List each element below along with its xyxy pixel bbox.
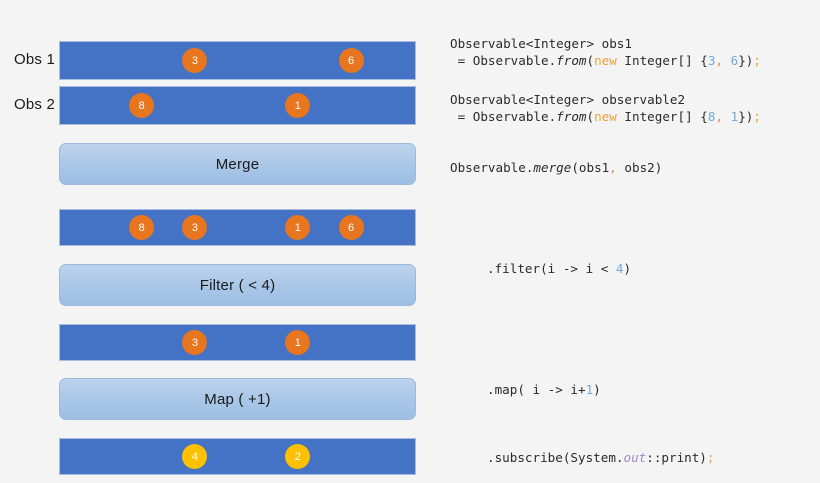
code-snippet-obs1: Observable<Integer> obs1 = Observable.fr… [450, 35, 761, 69]
marble[interactable]: 1 [285, 215, 311, 240]
code-line: Observable<Integer> obs1 [450, 36, 632, 51]
stream-bar-obs2[interactable]: 8 1 [59, 86, 416, 125]
code-number: 4 [615, 261, 624, 276]
code-method-merge: merge [533, 160, 572, 175]
stream-bar-merged[interactable]: 8 3 1 6 [59, 209, 416, 246]
stream-bar-obs1[interactable]: 3 6 [59, 41, 416, 80]
marble[interactable]: 2 [285, 444, 311, 469]
code-number: 3 [707, 53, 716, 68]
code-text: .subscribe(System. [487, 450, 624, 465]
code-comma: , [715, 109, 724, 124]
code-keyword-new: new [594, 53, 617, 68]
stream-bar-output[interactable]: 4 2 [59, 438, 416, 475]
stream-bar-filtered[interactable]: 3 1 [59, 324, 416, 361]
code-text: = Observable. [450, 53, 557, 68]
code-text: Observable. [450, 160, 534, 175]
operator-box-filter[interactable]: Filter ( < 4) [59, 264, 416, 306]
marble[interactable]: 6 [338, 48, 364, 73]
code-text: Integer[] { [616, 53, 708, 68]
code-method-from: from [556, 53, 587, 68]
code-text [723, 53, 731, 68]
code-text: = Observable. [450, 109, 557, 124]
code-keyword-new: new [594, 109, 617, 124]
code-line: Observable<Integer> observable2 [450, 92, 686, 107]
code-comma: , [609, 160, 617, 175]
operator-box-merge[interactable]: Merge [59, 143, 416, 185]
stream-label-obs2: Obs 2 [14, 96, 56, 113]
operator-label-filter: Filter ( < 4) [199, 276, 276, 294]
marble[interactable]: 8 [129, 93, 155, 118]
marble[interactable]: 3 [182, 215, 208, 240]
code-number: 1 [730, 109, 739, 124]
code-text: ) [623, 261, 632, 276]
operator-label-merge: Merge [215, 155, 260, 173]
code-text: Integer[] { [616, 109, 708, 124]
marble[interactable]: 1 [285, 330, 311, 355]
code-text: obs2) [616, 160, 663, 175]
marble[interactable]: 3 [182, 48, 208, 73]
code-snippet-map: .map( i -> i+1) [487, 381, 601, 398]
code-semicolon: ; [706, 450, 715, 465]
code-field-out: out [623, 450, 647, 465]
code-semicolon: ; [753, 109, 761, 124]
marble[interactable]: 4 [182, 444, 208, 469]
code-text: }) [738, 53, 754, 68]
operator-box-map[interactable]: Map ( +1) [59, 378, 416, 420]
code-text: ::print) [646, 450, 707, 465]
code-text: (obs1 [571, 160, 610, 175]
code-number: 6 [730, 53, 739, 68]
code-text [723, 109, 731, 124]
code-comma: , [715, 53, 724, 68]
code-text: }) [738, 109, 754, 124]
code-text: .filter(i -> i < [487, 261, 616, 276]
marble[interactable]: 3 [182, 330, 208, 355]
code-line: = Observable.from(new Integer[] {8, 1}); [450, 109, 761, 124]
stream-label-obs1: Obs 1 [14, 51, 56, 68]
code-method-from: from [556, 109, 587, 124]
marble[interactable]: 6 [338, 215, 364, 240]
code-line: = Observable.from(new Integer[] {3, 6}); [450, 53, 761, 68]
code-semicolon: ; [753, 53, 761, 68]
code-snippet-merge: Observable.merge(obs1, obs2) [450, 159, 662, 176]
code-snippet-subscribe: .subscribe(System.out::print); [487, 449, 715, 466]
operator-label-map: Map ( +1) [204, 390, 271, 408]
code-number: 8 [707, 109, 716, 124]
marble[interactable]: 8 [129, 215, 155, 240]
code-text: .map( i -> i+ [487, 382, 586, 397]
code-snippet-obs2: Observable<Integer> observable2 = Observ… [450, 91, 761, 125]
code-text: ( [586, 53, 595, 68]
code-snippet-filter: .filter(i -> i < 4) [487, 260, 631, 277]
code-text: ( [586, 109, 595, 124]
code-number: 1 [585, 382, 594, 397]
code-text: ) [593, 382, 601, 397]
marble[interactable]: 1 [285, 93, 311, 118]
